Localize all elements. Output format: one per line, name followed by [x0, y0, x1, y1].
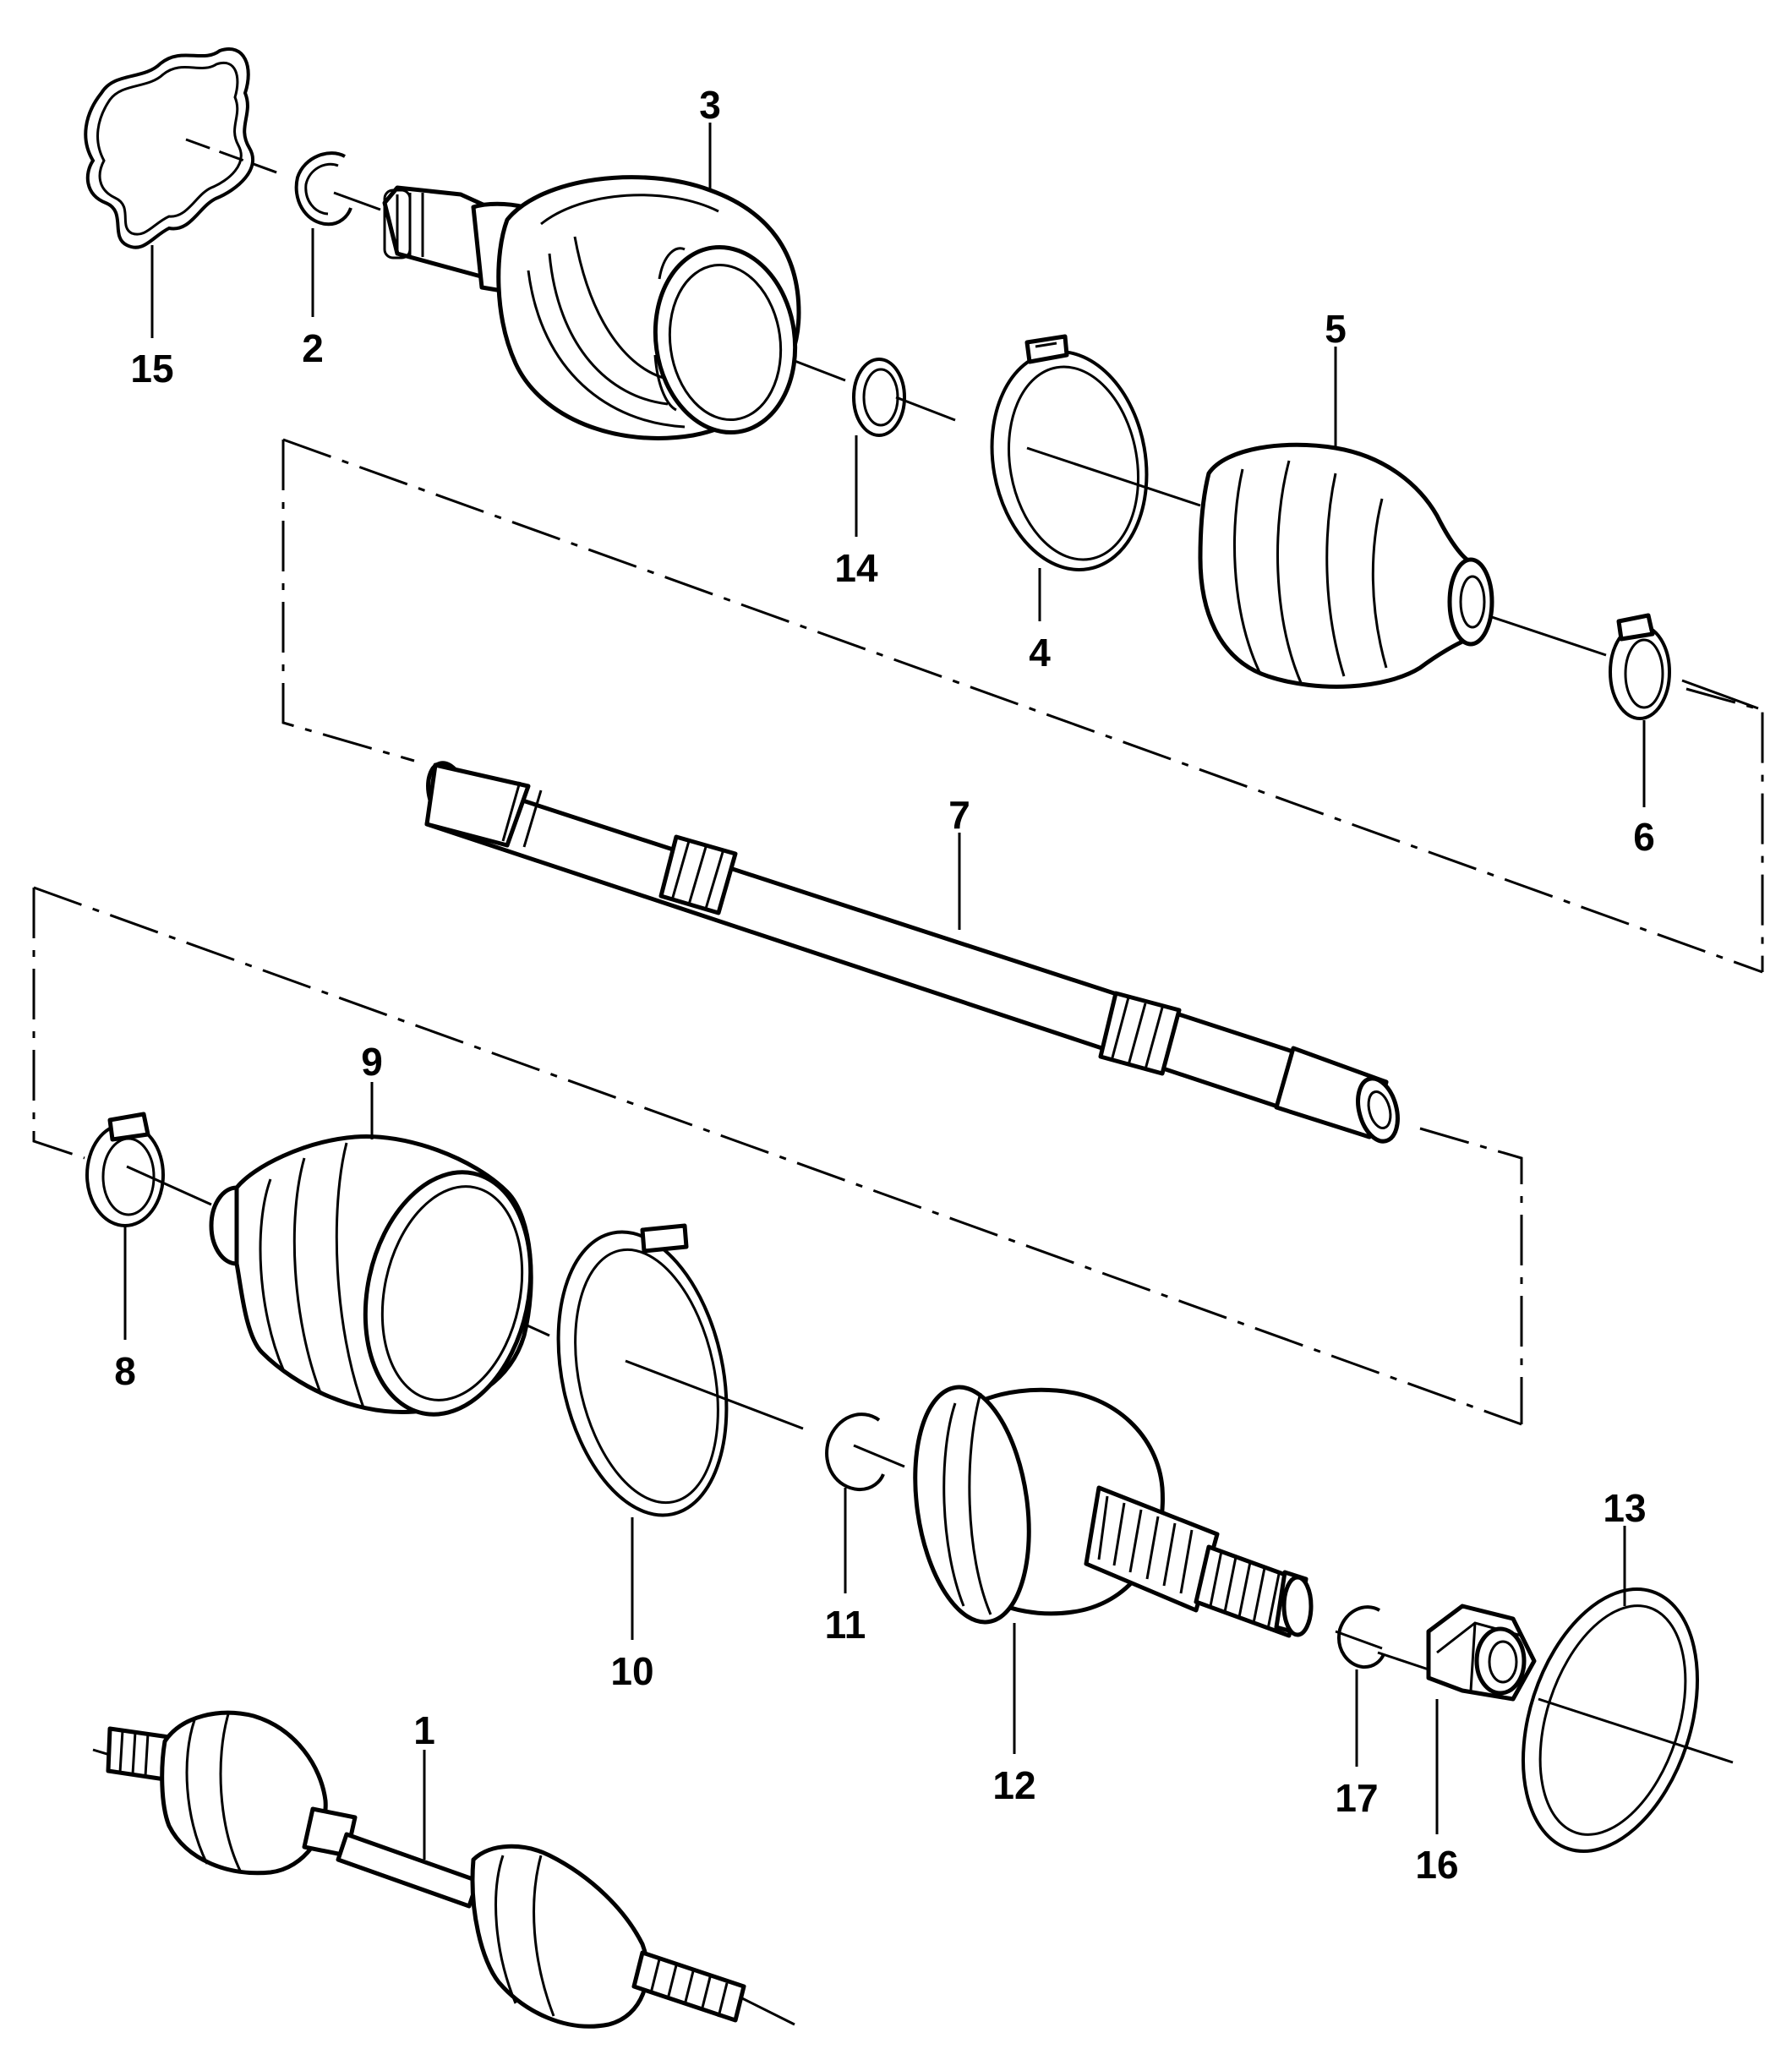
callout-15: 15 [130, 347, 173, 391]
callout-7: 7 [948, 793, 970, 837]
callout-17: 17 [1335, 1776, 1378, 1820]
part-17-circlip [1337, 1605, 1385, 1669]
part-5-boot [1198, 442, 1494, 689]
callout-9: 9 [361, 1040, 383, 1084]
part-11-circlip [825, 1412, 885, 1492]
callout-4: 4 [1029, 631, 1051, 675]
callout-10: 10 [610, 1649, 653, 1693]
part-3-inner-cv-joint [382, 175, 801, 440]
callout-6: 6 [1633, 815, 1655, 859]
phantom-outline-lower [32, 886, 1523, 1426]
part-13-seal-ring [1522, 1587, 1699, 1853]
part-15-gasket [84, 47, 254, 249]
callout-2: 2 [302, 326, 324, 370]
callout-12: 12 [992, 1763, 1035, 1807]
callout-8: 8 [114, 1349, 136, 1393]
callout-3: 3 [699, 83, 721, 127]
callout-5: 5 [1325, 307, 1347, 351]
callout-labels: 3 2 15 5 14 4 6 7 9 8 10 11 12 17 16 13 … [114, 83, 1655, 1887]
part-1-drive-shaft-assembly [106, 1710, 746, 2029]
part-9-outer-boot [209, 1134, 533, 1417]
part-2-circlip [294, 151, 352, 227]
callout-1: 1 [413, 1708, 435, 1752]
callout-11: 11 [825, 1603, 866, 1647]
part-10-large-clamp [556, 1223, 729, 1517]
part-14-snap-ring [852, 358, 906, 437]
callout-16: 16 [1415, 1843, 1458, 1887]
part-8-small-clamp [85, 1112, 165, 1227]
callout-13: 13 [1603, 1486, 1646, 1530]
callout-14: 14 [834, 546, 878, 590]
phantom-outline-upper [281, 438, 1764, 974]
part-6-small-clamp [1609, 613, 1671, 720]
part-16-hex-nut [1426, 1604, 1537, 1702]
part-7-shaft [424, 761, 1400, 1144]
axis-lines [92, 138, 1759, 2026]
part-4-large-clamp [990, 334, 1149, 571]
leader-lines [123, 123, 1646, 1860]
part-12-outer-cv-joint [913, 1385, 1314, 1638]
